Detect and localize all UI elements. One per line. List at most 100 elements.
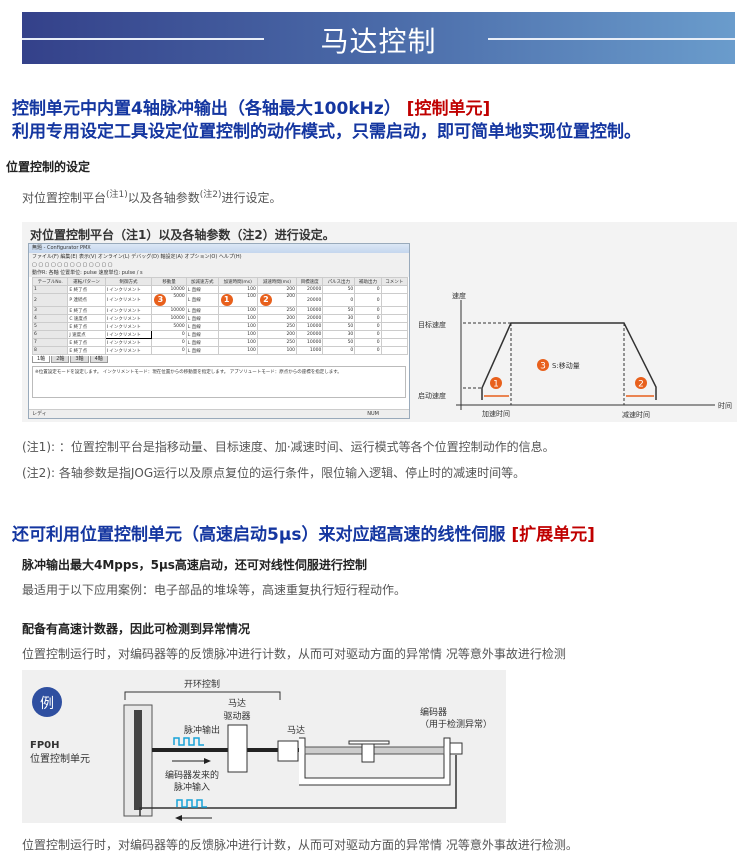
footer-text: 位置控制运行时，对编码器等的反馈脉冲进行计数，从而可对驱动方面的异常情 况等意外… (22, 838, 578, 852)
axis-tab[interactable]: 3軸 (70, 356, 89, 363)
status-num: NUM (367, 411, 379, 417)
target-speed-label: 目标速度 (418, 320, 446, 329)
banner-divider (22, 38, 264, 40)
cell-value: 0 (376, 340, 380, 345)
column-header: コメント (380, 277, 409, 286)
table-cell: 10000 (151, 306, 187, 315)
badge-3: 3 (154, 294, 167, 306)
cell-value: E 終了点 (69, 324, 88, 330)
table-cell: I インクリメント (104, 306, 153, 315)
cell-value: 200 (286, 287, 296, 292)
menu-bar: ファイル(F) 編集(E) 表示(V) オンライン(L) デバッグ(D) 軸設定… (29, 253, 409, 261)
table-cell: I インクリメント (104, 322, 153, 331)
encoder-label: 编码器 (420, 706, 447, 718)
cell-value: I インクリメント (106, 348, 141, 354)
axis-tab[interactable]: 2軸 (51, 356, 70, 363)
table-cell: E 終了点 (67, 322, 106, 331)
table-cell: 30 (322, 330, 356, 339)
column-header: 減速時間(ms) (256, 277, 298, 286)
table-cell: 10000 (296, 306, 324, 315)
column-header: パルス出力 (322, 277, 356, 286)
motor-label: 马达 (287, 724, 305, 736)
cell-value: 0 (376, 348, 380, 353)
cell-value: 2 (34, 297, 37, 303)
table-cell: I インクリメント (104, 293, 153, 307)
start-speed-label: 启动速度 (418, 391, 446, 400)
cell-value: 250 (286, 308, 296, 313)
linear-stage (299, 737, 451, 786)
expansion-unit-tag: [扩展单元] (511, 525, 595, 545)
pulse-in-label: 编码器发来的 (165, 769, 219, 781)
cell-value: 50 (347, 324, 354, 329)
cell-value: I インクリメント (106, 332, 141, 338)
cell-value: I インクリメント (106, 324, 141, 330)
table-cell: 20000 (296, 314, 324, 323)
cell-value: 10000 (170, 316, 185, 321)
cell-value: I インクリメント (106, 298, 141, 303)
table-cell: C 速度点 (67, 314, 106, 323)
column-header: 加減速方式 (185, 277, 219, 286)
table-cell: 20000 (296, 330, 324, 339)
table-cell: E 終了点 (67, 285, 106, 294)
table-cell (380, 293, 409, 307)
table-cell: 250 (256, 306, 298, 315)
table-cell (380, 346, 409, 355)
axis-tab[interactable]: 1軸 (32, 356, 51, 363)
cell-value: 200 (286, 316, 296, 321)
cell-value: 10000 (307, 308, 322, 313)
table-cell: 100 (217, 285, 258, 294)
table-cell: 200 (256, 285, 298, 294)
badge-1: 1 (220, 294, 233, 306)
cell-value: L 直線 (187, 308, 201, 314)
cell-value: 100 (247, 324, 256, 329)
table-cell: 100 (217, 338, 258, 347)
table-cell: 100 (256, 346, 298, 355)
table-cell: J 速度点 (67, 330, 106, 339)
table-cell: E 終了点 (67, 306, 106, 315)
banner-divider (488, 38, 735, 40)
cell-value: 20000 (307, 297, 322, 303)
table-cell: 50 (322, 285, 356, 294)
table-cell: 0 (354, 346, 382, 355)
table-cell: 200 (256, 330, 298, 339)
table-cell: 0 (322, 293, 356, 307)
table-cell: L 直線 (185, 306, 219, 315)
column-header: 補助出力 (354, 277, 382, 286)
cell-value: 100 (247, 308, 256, 313)
table-cell: 50 (322, 306, 356, 315)
badge-2: 2 (259, 294, 272, 306)
speed-curve (481, 322, 657, 400)
move-label: S:移动量 (552, 361, 580, 370)
table-cell: E 終了点 (67, 338, 106, 347)
headline-1: 控制单元中内置4轴脉冲输出（各轴最大100kHz） [控制单元] (12, 94, 490, 119)
cell-value: I インクリメント (106, 287, 141, 293)
table-cell: 100 (217, 322, 258, 331)
cell-value: E 終了点 (69, 287, 88, 293)
table-cell: 250 (256, 322, 298, 331)
badge-2 (635, 377, 647, 389)
table-cell: 20000 (296, 285, 324, 294)
headline-3: 还可利用位置控制单元（高速启动5μs）来对应超高速的线性伺服 [扩展单元] (12, 520, 595, 545)
cell-value: 0 (350, 297, 354, 303)
badge-1 (490, 377, 502, 389)
table-cell: 6 (31, 330, 69, 339)
table-cell: 0 (354, 322, 382, 331)
table-cell: 10000 (296, 338, 324, 347)
table-cell: E 終了点 (67, 346, 106, 355)
table-cell: 100 (217, 306, 258, 315)
cell-value: 250 (286, 324, 296, 329)
table-cell (380, 285, 409, 294)
cell-value: I インクリメント (106, 340, 141, 346)
table-cell: 50 (322, 322, 356, 331)
axis-tab[interactable]: 4軸 (89, 356, 108, 363)
cell-value: 100 (247, 348, 256, 353)
table-cell: 5000 (151, 322, 187, 331)
